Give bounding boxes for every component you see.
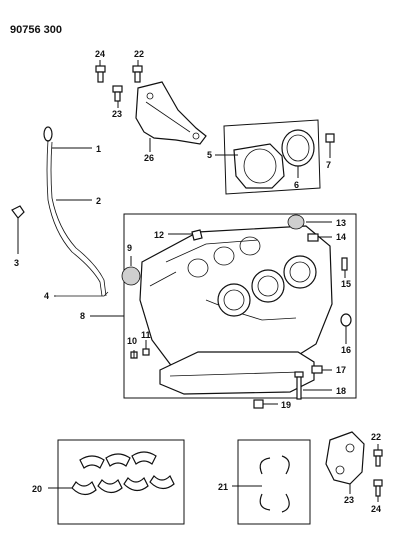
callout-22-top: 22 <box>134 49 144 59</box>
cylinder-block-8 <box>139 225 333 395</box>
seal-retainer-5 <box>233 143 285 189</box>
callout-26: 26 <box>144 153 154 163</box>
main-bearings-20 <box>71 451 175 496</box>
callout-4: 4 <box>44 291 49 301</box>
plug-17 <box>311 365 323 374</box>
callout-17: 17 <box>336 365 346 375</box>
bracket-26 <box>135 81 207 145</box>
bolt-18 <box>294 371 304 400</box>
callout-21: 21 <box>218 482 228 492</box>
tube-clip-3 <box>11 205 25 219</box>
drawing-code: 90756 300 <box>10 24 62 36</box>
plug-16 <box>340 313 352 327</box>
plug-11 <box>142 348 150 356</box>
dipstick-assembly <box>43 126 107 297</box>
bracket-23 <box>325 431 365 485</box>
dipstick-4 <box>56 291 109 297</box>
callout-3: 3 <box>14 258 19 268</box>
callout-8: 8 <box>80 311 85 321</box>
callout-10: 10 <box>127 336 137 346</box>
thrust-washers-21 <box>259 455 290 513</box>
plug-9 <box>121 266 141 286</box>
callout-11: 11 <box>141 330 151 340</box>
callout-16: 16 <box>341 345 351 355</box>
plug-14 <box>307 233 319 242</box>
callout-7: 7 <box>326 160 331 170</box>
bolt-25 <box>95 65 106 83</box>
callout-24-top: 23 <box>112 109 122 119</box>
callout-25: 24 <box>95 49 105 59</box>
callout-18: 18 <box>336 386 346 396</box>
callout-22-bottom: 22 <box>371 432 381 442</box>
plug-7 <box>325 133 335 143</box>
callout-14: 14 <box>336 232 346 242</box>
callout-2: 2 <box>96 196 101 206</box>
callout-5: 5 <box>207 150 212 160</box>
callout-20: 20 <box>32 484 42 494</box>
washer-box <box>237 439 311 525</box>
callout-23: 23 <box>344 495 354 505</box>
callout-15: 15 <box>341 279 351 289</box>
leader-lines <box>17 60 379 502</box>
seal-box <box>223 119 321 195</box>
callout-9: 9 <box>127 243 132 253</box>
bolt-24-top <box>112 85 123 102</box>
callout-1: 1 <box>96 144 101 154</box>
bearing-box <box>57 439 185 525</box>
oil-seal-6 <box>281 129 315 167</box>
plug-19 <box>253 399 264 409</box>
bolt-22-bottom <box>373 449 383 467</box>
bolt-22-top <box>132 65 143 83</box>
callout-6: 6 <box>294 180 299 190</box>
block-box <box>123 213 357 399</box>
callout-24-bottom: 24 <box>371 504 381 514</box>
callout-12: 12 <box>154 230 164 240</box>
pin-15 <box>341 257 348 271</box>
bolt-12 <box>191 229 203 241</box>
callout-13: 13 <box>336 218 346 228</box>
plug-13 <box>287 214 305 230</box>
bolt-24-bottom <box>373 479 383 497</box>
callout-19: 19 <box>281 400 291 410</box>
